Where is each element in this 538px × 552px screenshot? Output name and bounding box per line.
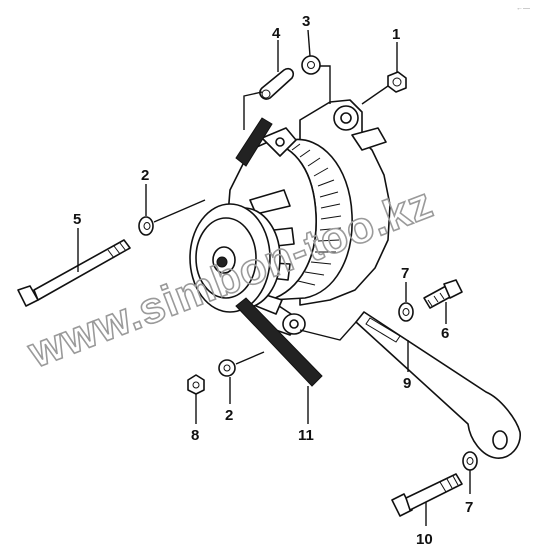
pulley-nut (216, 256, 228, 268)
stator-fins (291, 143, 342, 286)
rear-mount-hole (340, 112, 352, 124)
callout-1: 1 (392, 26, 400, 43)
nut-part-1 (361, 71, 407, 105)
assembly-line-3-housing (320, 65, 331, 104)
washer-part-3 (301, 55, 321, 75)
rear-terminal (351, 127, 387, 151)
drive-belt-lower-part-11 (235, 297, 323, 387)
callout-2-upper: 2 (141, 167, 149, 184)
front-bottom-lug-hole (289, 319, 299, 329)
spacer-part-4 (259, 67, 295, 100)
callout-6: 6 (441, 325, 449, 342)
assembly-line-3-4 (243, 91, 263, 130)
callout-4: 4 (272, 25, 281, 42)
bolt-part-5 (17, 239, 131, 307)
bolt-part-6 (423, 279, 463, 309)
callout-7-upper: 7 (401, 265, 409, 282)
callout-8: 8 (191, 427, 199, 444)
corner-mark: ←— (516, 5, 530, 12)
callout-5: 5 (73, 211, 81, 228)
callout-7-lower: 7 (465, 499, 473, 516)
washer-part-2-lower (218, 351, 265, 377)
callout-10: 10 (416, 531, 433, 548)
callout-11: 11 (298, 427, 314, 444)
callout-leaders (77, 29, 471, 526)
washer-part-7-lower (462, 451, 478, 471)
washer-part-7-upper (398, 302, 414, 322)
callout-9: 9 (403, 375, 411, 392)
callout-numbers: 1 3 4 2 5 7 6 9 8 2 11 7 10 (73, 13, 473, 548)
front-top-lug-hole (275, 137, 285, 147)
adjusting-bracket-part-9 (299, 311, 521, 459)
callout-2-lower: 2 (225, 407, 233, 424)
nut-part-8 (187, 374, 205, 395)
bolt-part-10 (391, 473, 463, 517)
callout-3: 3 (302, 13, 310, 30)
drive-belt-part-11 (235, 117, 273, 167)
alternator (189, 99, 391, 336)
washer-part-2-upper (138, 199, 206, 236)
